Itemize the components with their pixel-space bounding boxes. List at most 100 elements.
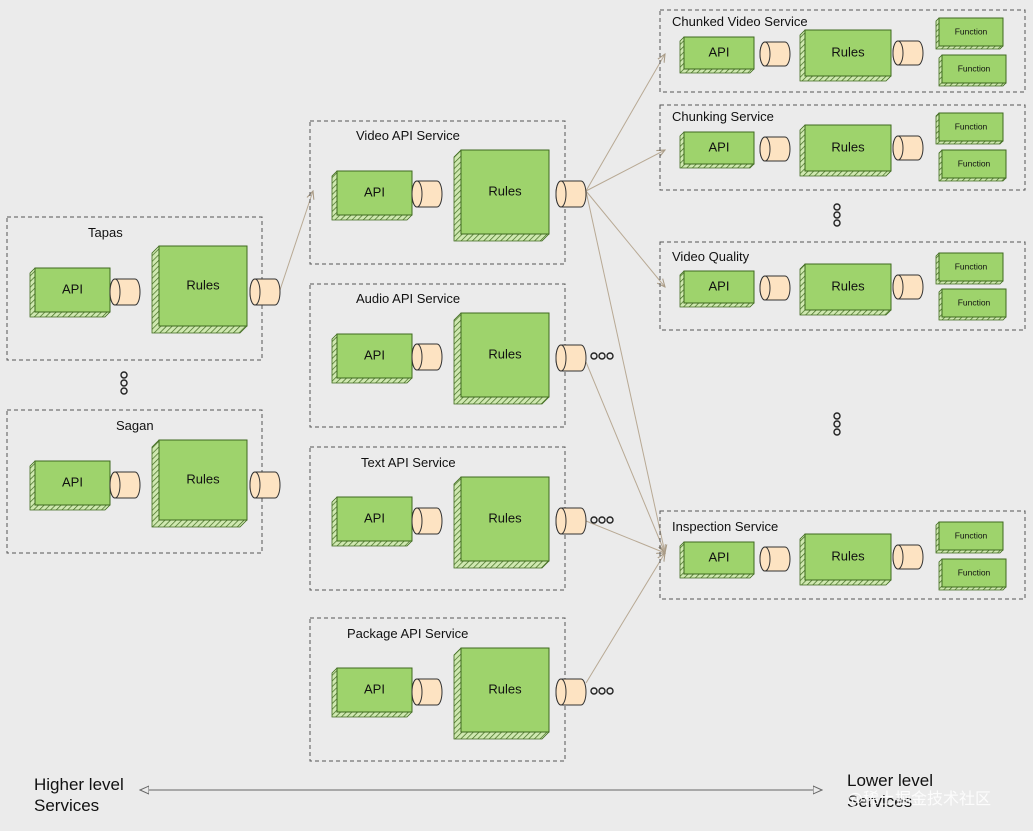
ellipsis-package-api-outputs <box>590 687 614 695</box>
lower-level-label-line2: Services <box>847 792 912 811</box>
lower-service-1-function-1-box <box>938 17 1004 47</box>
mid-service-3-api-label: API <box>364 510 385 525</box>
lower-service-4-api-label: API <box>709 549 730 564</box>
lower-service-1-title: Chunked Video Service <box>672 14 808 29</box>
higher-service-2-rules-label: Rules <box>186 471 220 486</box>
lower-service-2-function-1-box <box>938 112 1004 142</box>
lower-service-3-function-1-box <box>938 252 1004 282</box>
mid-service-3-container <box>309 446 566 591</box>
more-services-ellipses <box>120 203 841 695</box>
lower-service-4-function-2-label: Function <box>958 567 991 577</box>
lower-service-2-api-connector <box>759 136 791 162</box>
lower-service-4-function-1-box <box>938 521 1004 551</box>
lower-service-1-api-box <box>683 36 755 70</box>
lower-service-4-function-1-label: Function <box>955 530 988 540</box>
mid-service-2-rules-box <box>460 312 550 398</box>
mid-service-4-api-connector <box>411 678 443 706</box>
ellipsis-audio-api-outputs <box>590 352 614 360</box>
lower-service-1-function-2-label: Function <box>958 63 991 73</box>
higher-service-2-rules-box <box>158 439 248 521</box>
lower-service-1-function-1-label: Function <box>955 26 988 36</box>
higher-service-1-out-connector <box>249 278 281 306</box>
lower-service-1-out-connector <box>892 40 924 66</box>
link-video-api-to-chunking <box>585 150 665 192</box>
higher-service-1-api-box <box>34 267 111 313</box>
higher-service-1-rules-box <box>158 245 248 327</box>
lower-service-2-rules-label: Rules <box>831 139 865 154</box>
higher-service-1-rules-label: Rules <box>186 277 220 292</box>
mid-service-3-rules-label: Rules <box>488 510 522 525</box>
mid-service-4-rules-label: Rules <box>488 681 522 696</box>
mid-service-1-container <box>309 120 566 265</box>
lower-service-3-function-1-label: Function <box>955 261 988 271</box>
mid-service-1-title: Video API Service <box>356 128 460 143</box>
mid-service-1-api-label: API <box>364 184 385 199</box>
watermark-text: @稀土掘金技术社区 <box>847 789 991 808</box>
link-text-api-to-inspection <box>585 520 665 553</box>
lower-service-1-rules-box <box>804 29 892 77</box>
lower-service-3-title: Video Quality <box>672 249 750 264</box>
lower-service-2-api-label: API <box>709 139 730 154</box>
ellipsis-between-lower-services-top <box>833 203 841 227</box>
lower-service-4-out-connector <box>892 544 924 570</box>
mid-service-2-out-connector <box>555 344 587 372</box>
higher-service-2-api-label: API <box>62 474 83 489</box>
higher-service-2-api-connector <box>109 471 141 499</box>
lower-service-3-rules-label: Rules <box>831 278 865 293</box>
lower-service-2-container <box>659 104 1026 191</box>
lower-service-1-api-connector <box>759 41 791 67</box>
lower-service-2-out-connector <box>892 135 924 161</box>
higher-service-1-container <box>6 216 263 361</box>
lower-service-2-title: Chunking Service <box>672 109 774 124</box>
link-tapas-to-video-api <box>279 191 313 291</box>
higher-service-2-container <box>6 409 263 554</box>
lower-service-4-rules-label: Rules <box>831 548 865 563</box>
mid-service-1-api-box <box>336 170 413 216</box>
higher-service-1-api-connector <box>109 278 141 306</box>
mid-service-1-rules-label: Rules <box>488 183 522 198</box>
mid-service-1-out-connector <box>555 180 587 208</box>
lower-service-4-api-box <box>683 541 755 575</box>
higher-service-2-api-box <box>34 460 111 506</box>
higher-service-1-api-label: API <box>62 281 83 296</box>
mid-service-4-title: Package API Service <box>347 626 468 641</box>
lower-service-2-function-1-label: Function <box>955 121 988 131</box>
lower-service-2-rules-box <box>804 124 892 172</box>
lower-service-3-function-2-box <box>941 288 1007 318</box>
mid-service-4-rules-box <box>460 647 550 733</box>
mid-service-3-api-box <box>336 496 413 542</box>
higher-level-label-line2: Services <box>34 796 99 815</box>
lower-level-label-line1: Lower level <box>847 771 933 790</box>
lower-service-4-title: Inspection Service <box>672 519 778 534</box>
lower-service-4-function-2-box <box>941 558 1007 588</box>
mid-service-2-container <box>309 283 566 428</box>
ellipsis-text-api-outputs <box>590 516 614 524</box>
ellipsis-between-lower-services-bottom <box>833 412 841 436</box>
lower-service-3-api-label: API <box>709 278 730 293</box>
higher-level-label-line1: Higher level <box>34 775 124 794</box>
higher-service-2-title: Sagan <box>116 418 154 433</box>
lower-service-3-container <box>659 241 1026 331</box>
mid-service-4-api-box <box>336 667 413 713</box>
mid-service-1-rules-box <box>460 149 550 235</box>
mid-service-3-api-connector <box>411 507 443 535</box>
lower-service-3-function-2-label: Function <box>958 297 991 307</box>
ellipsis-between-higher-services <box>120 371 128 395</box>
mid-service-4-api-label: API <box>364 681 385 696</box>
lower-service-3-out-connector <box>892 274 924 300</box>
link-video-api-to-inspection <box>585 190 665 553</box>
higher-service-2-out-connector <box>249 471 281 499</box>
lower-service-1-function-2-box <box>941 54 1007 84</box>
mid-service-3-rules-box <box>460 476 550 562</box>
mid-service-2-api-label: API <box>364 347 385 362</box>
link-video-api-to-chunked-video <box>585 54 665 192</box>
lower-service-1-rules-label: Rules <box>831 44 865 59</box>
